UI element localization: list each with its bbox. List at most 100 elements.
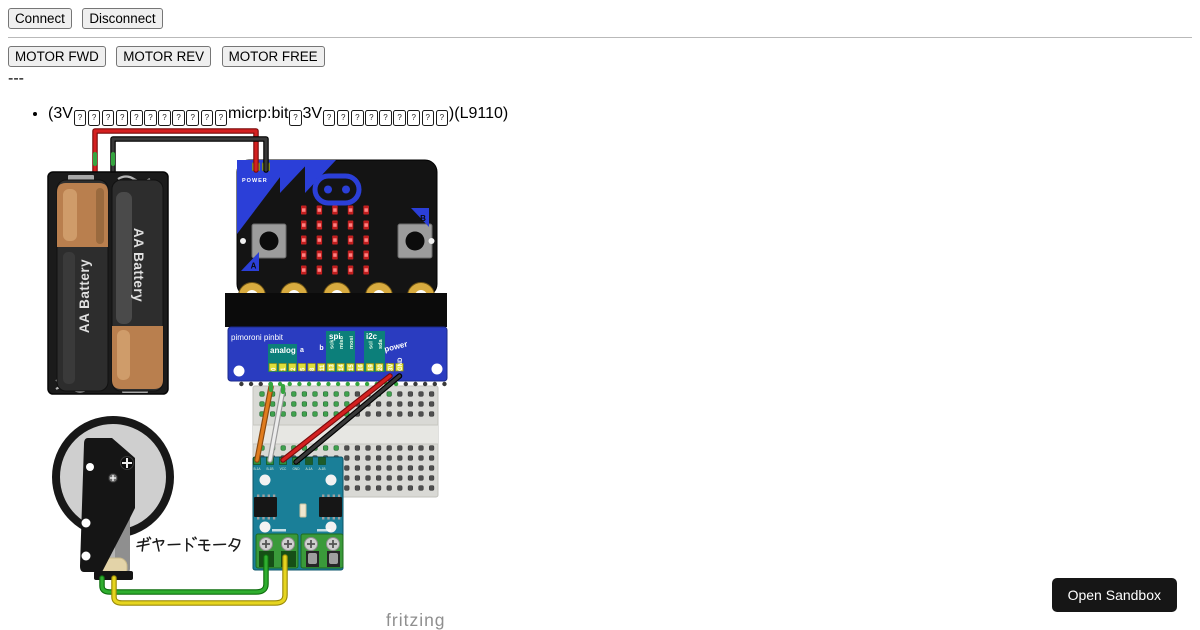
breadboard-hole	[365, 475, 371, 481]
note-text-segment: )(L9110)	[448, 105, 509, 122]
breadboard-hole	[312, 411, 318, 417]
led-highlight	[364, 208, 368, 212]
pin-dot	[297, 381, 302, 387]
breadboard-hole	[375, 401, 382, 407]
power-label: POWER	[242, 178, 268, 184]
svg-text:B-1A: B-1A	[253, 467, 261, 471]
led-highlight	[317, 208, 322, 212]
led-highlight	[364, 223, 368, 227]
breadboard-hole	[322, 445, 329, 451]
breadboard-hole	[344, 485, 350, 491]
motor-fwd-button[interactable]: MOTOR FWD	[8, 46, 106, 67]
led-highlight	[317, 268, 322, 272]
svg-text:8: 8	[310, 367, 316, 371]
breadboard-hole	[407, 475, 414, 481]
breadboard-hole	[428, 475, 435, 481]
led-highlight	[317, 238, 322, 242]
breadboard-hole	[397, 445, 403, 451]
breadboard-hole	[397, 465, 403, 471]
missing-glyph-box: ?	[421, 110, 435, 126]
driver-wires	[254, 373, 403, 465]
led-highlight	[364, 238, 368, 242]
breadboard-hole	[291, 401, 297, 407]
breadboard-hole	[407, 485, 414, 491]
led-highlight	[302, 253, 306, 257]
breadboard-hole	[428, 465, 435, 471]
missing-glyph-box: ?	[200, 110, 214, 126]
led-matrix	[301, 205, 369, 275]
svg-text:13: 13	[330, 364, 336, 371]
l9110-chip-right	[319, 494, 342, 520]
button-b	[397, 223, 433, 259]
pin-dot	[277, 381, 283, 387]
breadboard-hole	[418, 445, 424, 451]
motor-screw-small	[108, 473, 118, 483]
spi-label: spi	[329, 332, 341, 341]
breadboard-hole	[428, 445, 435, 451]
l9110-driver: B-1A B-1B VCC GND A-1A A-1B	[252, 456, 344, 571]
battery-right: AA Battery	[111, 179, 164, 392]
edge-connector-slot	[225, 293, 447, 327]
svg-text:1: 1	[281, 367, 287, 371]
missing-glyph-box: ?	[379, 110, 392, 126]
button-a-marker: A	[241, 252, 259, 271]
breadboard-hole	[269, 401, 276, 407]
breadboard-hole	[365, 455, 371, 461]
breadboard-hole	[333, 445, 339, 451]
led-highlight	[302, 223, 306, 227]
motor-free-button[interactable]: MOTOR FREE	[221, 46, 325, 67]
geared-motor-label	[136, 536, 241, 552]
breadboard-hole	[397, 411, 403, 417]
breadboard-hole	[354, 485, 361, 491]
breadboard-hole	[428, 401, 435, 407]
missing-glyph-box: ?	[407, 110, 420, 126]
svg-text:3V: 3V	[389, 364, 395, 371]
white-wire	[268, 387, 285, 462]
motor-rev-button[interactable]: MOTOR REV	[116, 46, 212, 67]
battery-left: AA Battery	[56, 179, 109, 392]
breadboard-hole	[375, 411, 382, 417]
breadboard-hole	[291, 391, 297, 397]
microbit-corner-decor	[237, 160, 336, 234]
breadboard-hole	[344, 401, 350, 407]
breadboard-hole	[418, 401, 424, 407]
led-highlight	[333, 208, 337, 212]
led-highlight	[364, 268, 368, 272]
led-highlight	[317, 253, 322, 257]
orange-wire	[255, 385, 273, 462]
bracket-hole	[81, 551, 91, 561]
i2c-block	[364, 331, 385, 372]
pin-dot	[442, 381, 447, 387]
button-a	[251, 223, 287, 259]
note-text-segment: micrp:bit	[227, 105, 289, 122]
breadboard-hole	[407, 411, 414, 417]
led-highlight	[348, 253, 353, 257]
breadboard-hole	[386, 455, 392, 461]
svg-text:miso: miso	[339, 335, 345, 349]
analog-label: analog	[270, 346, 296, 355]
connect-button[interactable]: Connect	[8, 8, 72, 29]
gnd-wire	[294, 374, 402, 464]
breadboard-hole	[365, 445, 371, 451]
missing-glyph-box: ?	[336, 110, 350, 126]
notes-list: (3V???????????micrp:bit?3V?????????)(L91…	[8, 104, 1192, 126]
bracket-hole	[86, 463, 94, 471]
breadboard-hole	[354, 465, 361, 471]
svg-text:sck: sck	[330, 339, 336, 349]
l9110-hole	[259, 474, 271, 486]
board-hole-right	[428, 238, 435, 244]
svg-text:11: 11	[320, 364, 326, 371]
breadboard-hole	[322, 411, 329, 417]
terminal-label-smudge	[272, 529, 286, 532]
disconnect-button[interactable]: Disconnect	[82, 8, 163, 29]
battery-wires	[92, 128, 269, 175]
missing-glyph-box: ?	[73, 110, 87, 126]
geared-motor	[52, 416, 241, 580]
pin-dot	[306, 381, 312, 387]
breadboard-hole	[322, 401, 329, 407]
pinbit-pin-labels: 0 1 2 5 8 11 13 14 15 16 19 20 3V GND sc…	[272, 335, 405, 371]
svg-text:A: A	[251, 262, 257, 271]
breadboard-hole	[375, 445, 382, 451]
open-sandbox-button[interactable]: Open Sandbox	[1051, 578, 1177, 612]
